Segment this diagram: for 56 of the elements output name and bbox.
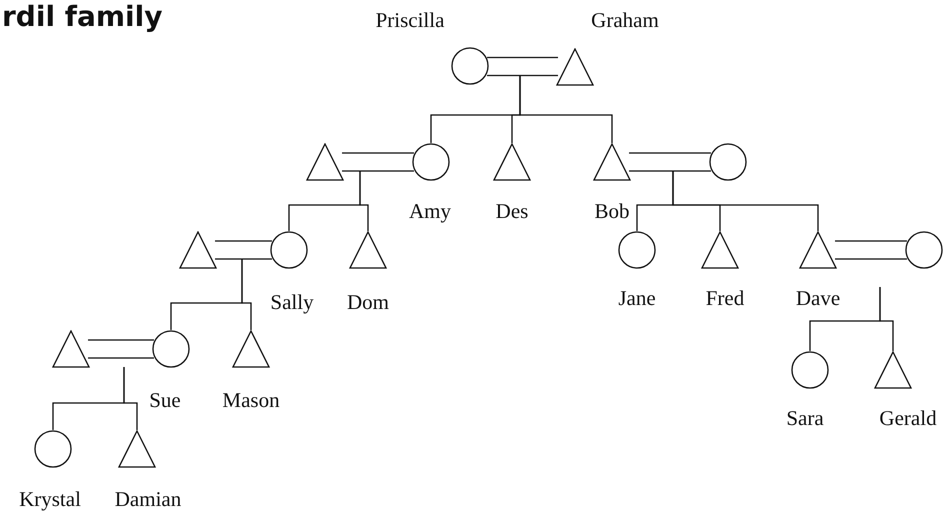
person-name: Bob [594,199,630,223]
circle-symbol [618,231,656,269]
person-name: Jane [618,286,656,310]
person-name: Sue [149,388,181,412]
marriage-line [88,339,154,341]
circle-symbol [905,231,943,269]
marriage-line [215,258,272,260]
triangle-symbol [179,231,217,269]
person-name: Krystal [19,487,81,511]
marriage-line [88,357,154,359]
person-name: Sara [786,406,824,430]
person-name: Des [496,199,528,223]
person-name: Damian [114,487,182,511]
triangle-symbol [52,330,90,368]
circle-symbol [152,330,190,368]
triangle-symbol [799,231,837,269]
person-name: Dave [796,286,840,310]
triangle-symbol [701,231,739,269]
person-name: Sally [270,290,314,314]
descent-line [879,287,894,351]
triangle-symbol [306,143,344,181]
triangle-symbol [349,231,387,269]
title: rdil family [2,0,162,34]
marriage-line [835,258,907,260]
marriage-line [835,240,907,242]
triangle-symbol [493,143,531,181]
marriage-line [342,170,414,172]
triangle-symbol [118,430,156,468]
descent-line [241,259,252,330]
triangle-symbol [232,330,270,368]
descent-line [359,171,369,231]
person-name: Graham [591,8,659,32]
marriage-line [487,56,558,58]
person-name: Dom [347,290,389,314]
descent-line [519,76,613,143]
triangle-symbol [556,48,594,86]
person-name: Mason [222,388,280,412]
triangle-symbol [593,143,631,181]
person-name: Fred [706,286,744,310]
marriage-line [629,170,711,172]
marriage-line [342,152,414,154]
circle-symbol [34,430,72,468]
descent-line [672,171,819,231]
marriage-line [215,240,272,242]
marriage-line [487,74,558,76]
person-name: Gerald [879,406,937,430]
circle-symbol [270,231,308,269]
person-name: Priscilla [376,8,444,32]
circle-symbol [791,351,829,389]
person-name: Amy [409,199,451,223]
descent-line [123,367,138,430]
circle-symbol [451,47,489,85]
triangle-symbol [874,351,912,389]
marriage-line [629,152,711,154]
circle-symbol [709,143,747,181]
circle-symbol [412,143,450,181]
